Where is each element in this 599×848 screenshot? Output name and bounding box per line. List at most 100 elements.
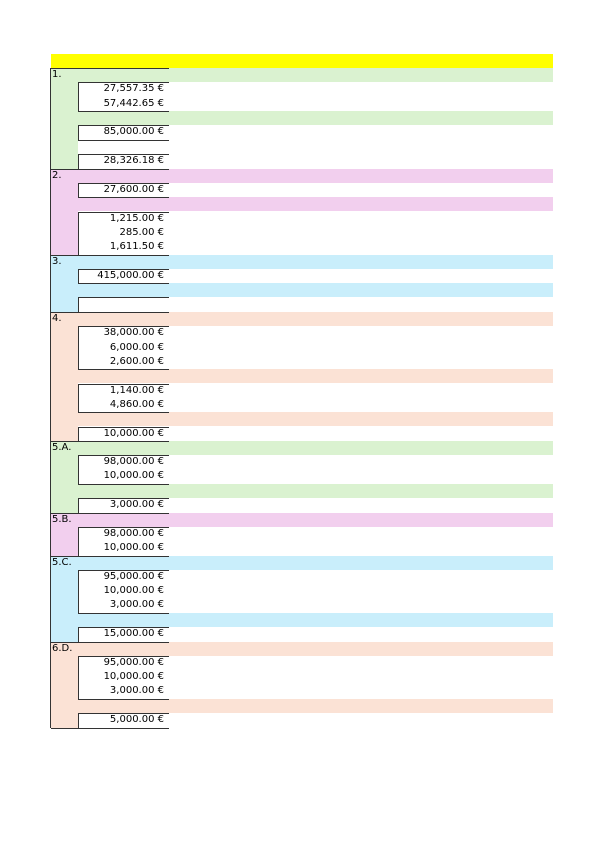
section-label: 2.	[52, 170, 62, 181]
amount-box-bottom-line	[78, 283, 169, 284]
section-band	[51, 513, 553, 527]
amount-cell: 1,215.00 €	[109, 213, 164, 224]
amount-cell: 15,000.00 €	[103, 628, 164, 639]
amount-box-top-line	[78, 82, 169, 83]
section-band	[51, 699, 553, 713]
amount-box-bottom-line	[78, 484, 169, 485]
amount-box-top-line	[78, 154, 169, 155]
amount-cell: 10,000.00 €	[103, 671, 164, 682]
section-top-line	[51, 68, 169, 69]
amount-box-left-line	[78, 212, 79, 255]
amount-box-top-line	[78, 297, 169, 298]
amount-cell: 38,000.00 €	[103, 327, 164, 338]
section-left-line	[50, 513, 51, 556]
amount-cell: 98,000.00 €	[103, 456, 164, 467]
section-band	[51, 255, 553, 269]
section-band	[51, 484, 553, 498]
amount-box-left-line	[78, 384, 79, 412]
section-left-column	[51, 556, 78, 642]
section-band	[51, 613, 553, 627]
section-band	[51, 642, 553, 656]
amount-box-top-line	[78, 713, 169, 714]
amount-cell: 10,000.00 €	[103, 542, 164, 553]
amount-box-left-line	[78, 713, 79, 728]
section-band	[51, 369, 553, 383]
amount-cell: 3,000.00 €	[109, 499, 164, 510]
amount-cell: 10,000.00 €	[103, 428, 164, 439]
section-top-line	[51, 312, 169, 313]
amount-box-left-line	[78, 627, 79, 642]
header-bar	[51, 54, 553, 68]
amount-cell: 95,000.00 €	[103, 657, 164, 668]
amount-box-left-line	[78, 326, 79, 369]
amount-cell: 5,000.00 €	[109, 714, 164, 725]
amount-cell: 10,000.00 €	[103, 585, 164, 596]
section-left-line	[50, 255, 51, 312]
section-left-line	[50, 642, 51, 728]
section-band	[51, 111, 553, 125]
section-left-line	[50, 169, 51, 255]
section-label: 1.	[52, 69, 62, 80]
sheet-bottom-line	[51, 728, 169, 729]
amount-box-top-line	[78, 627, 169, 628]
amount-box-left-line	[78, 656, 79, 699]
amount-box-left-line	[78, 455, 79, 484]
section-top-line	[51, 642, 169, 643]
section-top-line	[51, 255, 169, 256]
section-band	[51, 283, 553, 297]
section-label: 4.	[52, 313, 62, 324]
section-top-line	[51, 441, 169, 442]
amount-cell: 2,600.00 €	[109, 356, 164, 367]
amount-box-left-line	[78, 297, 79, 312]
amount-box-top-line	[78, 384, 169, 385]
section-top-line	[51, 556, 169, 557]
section-band	[51, 556, 553, 570]
amount-box-bottom-line	[78, 140, 169, 141]
amount-box-top-line	[78, 498, 169, 499]
section-band	[51, 68, 553, 82]
amount-cell: 3,000.00 €	[109, 599, 164, 610]
amount-cell: 28,326.18 €	[103, 155, 164, 166]
section-left-line	[50, 556, 51, 642]
section-label: 5.C.	[52, 557, 72, 568]
amount-box-top-line	[78, 269, 169, 270]
amount-cell: 1,611.50 €	[109, 241, 164, 252]
amount-box-top-line	[78, 527, 169, 528]
amount-box-left-line	[78, 125, 79, 140]
section-left-column	[51, 642, 78, 728]
section-label: 6.D.	[52, 643, 73, 654]
amount-box-bottom-line	[78, 699, 169, 700]
amount-box-top-line	[78, 183, 169, 184]
section-label: 5.A.	[52, 442, 72, 453]
section-band	[51, 169, 553, 183]
amount-box-left-line	[78, 427, 79, 441]
section-left-line	[50, 441, 51, 513]
amount-cell: 3,000.00 €	[109, 685, 164, 696]
section-left-line	[50, 68, 51, 169]
amount-box-left-line	[78, 498, 79, 513]
amount-box-top-line	[78, 570, 169, 571]
amount-box-bottom-line	[78, 111, 169, 112]
amount-box-bottom-line	[78, 613, 169, 614]
section-top-line	[51, 169, 169, 170]
amount-cell: 415,000.00 €	[97, 270, 164, 281]
amount-cell: 95,000.00 €	[103, 571, 164, 582]
amount-cell: 27,600.00 €	[103, 184, 164, 195]
amount-box-left-line	[78, 154, 79, 169]
section-left-line	[50, 312, 51, 441]
amount-box-left-line	[78, 269, 79, 283]
amount-box-bottom-line	[78, 369, 169, 370]
amount-cell: 1,140.00 €	[109, 385, 164, 396]
amount-box-top-line	[78, 455, 169, 456]
section-left-column	[51, 169, 78, 255]
amount-box-left-line	[78, 570, 79, 613]
amount-cell: 85,000.00 €	[103, 126, 164, 137]
amount-box-top-line	[78, 326, 169, 327]
section-top-line	[51, 513, 169, 514]
amount-cell: 285.00 €	[119, 227, 164, 238]
amount-cell: 57,442.65 €	[103, 98, 164, 109]
amount-box-bottom-line	[78, 197, 169, 198]
amount-box-bottom-line	[78, 412, 169, 413]
amount-cell: 6,000.00 €	[109, 342, 164, 353]
